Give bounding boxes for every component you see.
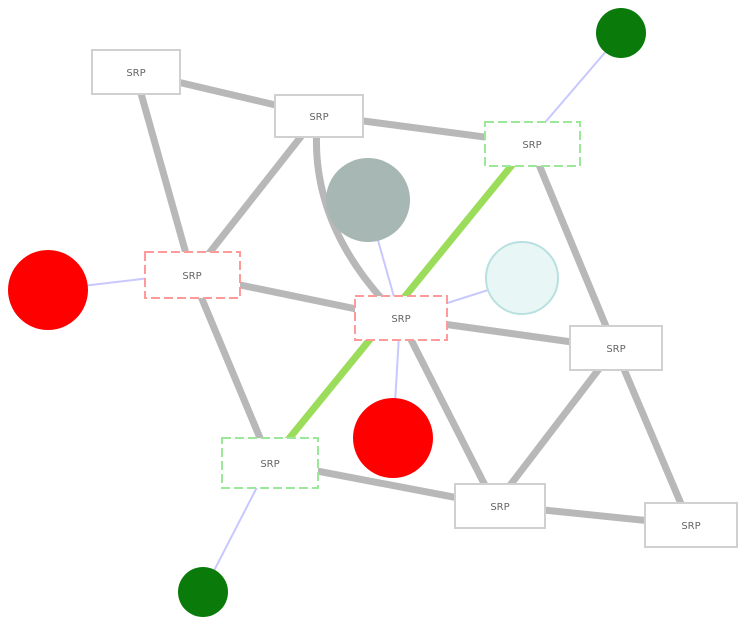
node-n2[interactable]: SRP [274,94,364,138]
circle-node-red-center[interactable] [353,398,433,478]
circle-node-green-top[interactable] [596,8,646,58]
node-label: SRP [126,68,145,79]
node-box [354,295,448,341]
node-n5[interactable]: SRP [354,295,448,341]
circle-nodes [8,8,646,617]
node-box [221,437,319,489]
node-box [644,502,738,548]
circle-node-red-left[interactable] [8,250,88,330]
node-label: SRP [490,502,509,513]
node-box [91,49,181,95]
node-box [484,121,581,167]
node-label: SRP [182,271,201,282]
node-label: SRP [522,140,541,151]
node-n1[interactable]: SRP [91,49,181,95]
node-label: SRP [260,459,279,470]
node-box [274,94,364,138]
node-box [144,251,241,299]
node-label: SRP [309,112,328,123]
circle-node-cyan[interactable] [485,241,559,315]
grid-edge [611,344,694,529]
grid-edge [491,344,619,509]
node-n8[interactable]: SRP [454,483,546,529]
node-box [569,325,663,371]
node-n7[interactable]: SRP [221,437,319,489]
circle-node-green-bottom[interactable] [178,567,228,617]
grid-edge [396,314,499,509]
node-n3[interactable]: SRP [484,121,581,167]
node-n4[interactable]: SRP [144,251,241,299]
grid-edge [131,68,196,279]
node-box [454,483,546,529]
node-n6[interactable]: SRP [569,325,663,371]
node-label: SRP [606,344,625,355]
grid-edge [188,271,274,466]
grid-edge [188,111,322,279]
node-label: SRP [681,521,700,532]
circle-node-gray[interactable] [326,158,410,242]
node-n9[interactable]: SRP [644,502,738,548]
node-label: SRP [391,314,410,325]
grid-edge [526,139,619,352]
